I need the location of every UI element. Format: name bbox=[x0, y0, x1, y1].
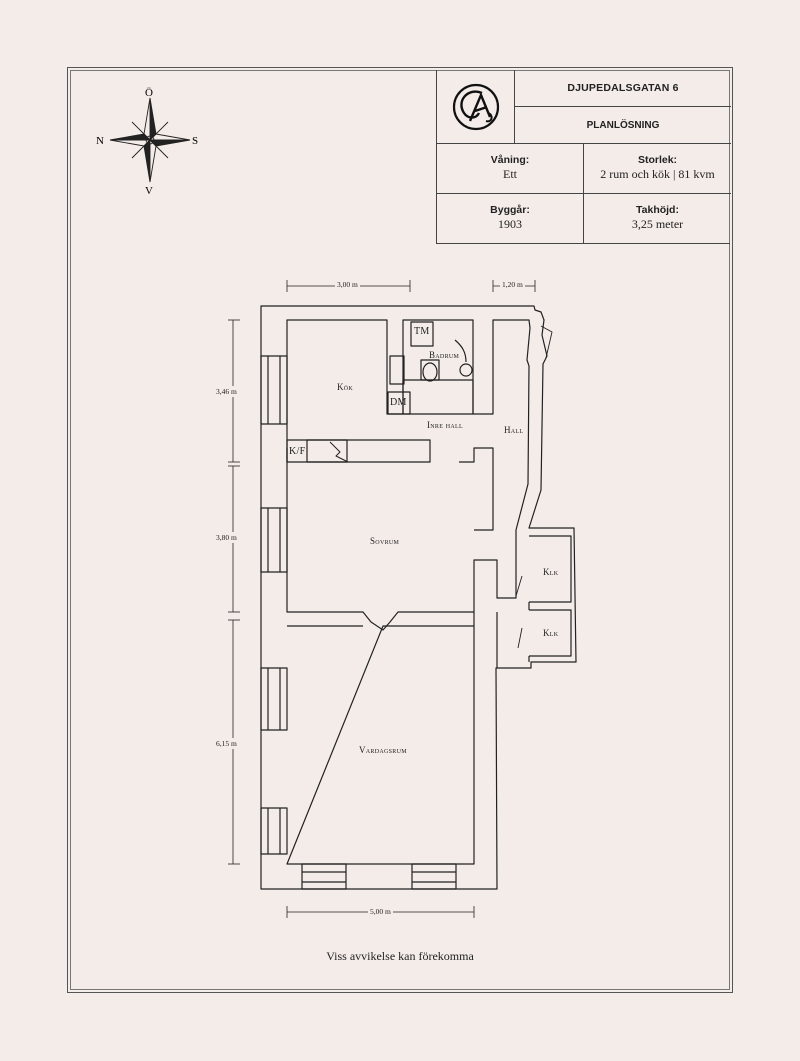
room-inre-hall: Inre hall bbox=[427, 420, 463, 430]
size-label: Storlek: bbox=[637, 154, 678, 166]
window-bottom bbox=[301, 863, 457, 890]
dim-bottom: 5,00 m bbox=[368, 907, 393, 916]
livingroom-wall bbox=[286, 625, 475, 865]
room-badrum: Badrum bbox=[429, 350, 460, 360]
logo-monogram bbox=[437, 70, 515, 144]
compass-south-label: S bbox=[192, 135, 198, 147]
room-tm: TM bbox=[414, 326, 430, 337]
built-cell: Byggår: 1903 bbox=[437, 194, 584, 244]
inner-wall bbox=[286, 319, 531, 631]
title-block: DJUPEDALSGATAN 6 PLANLÖSNING Våning: Ett… bbox=[436, 70, 731, 244]
compass-rose: Ö V N S bbox=[92, 84, 208, 197]
room-hall: Hall bbox=[504, 425, 524, 435]
room-klk-1: Klk bbox=[543, 567, 559, 577]
dim-top-left: 3,00 m bbox=[335, 280, 360, 289]
bathroom-fixtures bbox=[387, 321, 474, 415]
outer-wall bbox=[260, 305, 577, 890]
size-cell: Storlek: 2 rum och kök | 81 kvm bbox=[584, 144, 731, 194]
dim-left-3: 6,15 m bbox=[216, 738, 237, 749]
ceiling-cell: Takhöjd: 3,25 meter bbox=[584, 194, 731, 244]
floor-label: Våning: bbox=[490, 154, 530, 166]
inner-frame bbox=[70, 70, 730, 990]
address-title: DJUPEDALSGATAN 6 bbox=[515, 70, 731, 107]
floor-cell: Våning: Ett bbox=[437, 144, 584, 194]
plan-subtitle: PLANLÖSNING bbox=[515, 107, 731, 144]
room-klk-2: Klk bbox=[543, 628, 559, 638]
room-kok: Kök bbox=[337, 382, 354, 392]
dim-left-2: 3,80 m bbox=[216, 532, 237, 543]
built-label: Byggår: bbox=[490, 204, 530, 216]
room-kf: K/F bbox=[289, 446, 306, 457]
ceiling-label: Takhöjd: bbox=[636, 204, 679, 216]
room-sovrum: Sovrum bbox=[370, 536, 400, 546]
size-value: 2 rum och kök | 81 kvm bbox=[600, 167, 715, 181]
closets bbox=[515, 535, 572, 662]
built-value: 1903 bbox=[498, 217, 522, 231]
dim-top-right: 1,20 m bbox=[500, 280, 525, 289]
kitchen-wall bbox=[286, 439, 431, 463]
room-vardagsrum: Vardagsrum bbox=[359, 745, 407, 755]
compass-east-label: Ö bbox=[145, 87, 153, 99]
footer-note: Viss avvikelse kan förekomma bbox=[326, 949, 474, 963]
floor-value: Ett bbox=[503, 167, 517, 181]
compass-north-label: N bbox=[96, 135, 104, 147]
compass-west-label: V bbox=[145, 185, 153, 196]
ceiling-value: 3,25 meter bbox=[631, 217, 684, 231]
outer-frame bbox=[67, 67, 733, 993]
dim-left-1: 3,46 m bbox=[216, 386, 237, 397]
room-dm: DM bbox=[390, 397, 407, 408]
window-left bbox=[260, 355, 288, 855]
